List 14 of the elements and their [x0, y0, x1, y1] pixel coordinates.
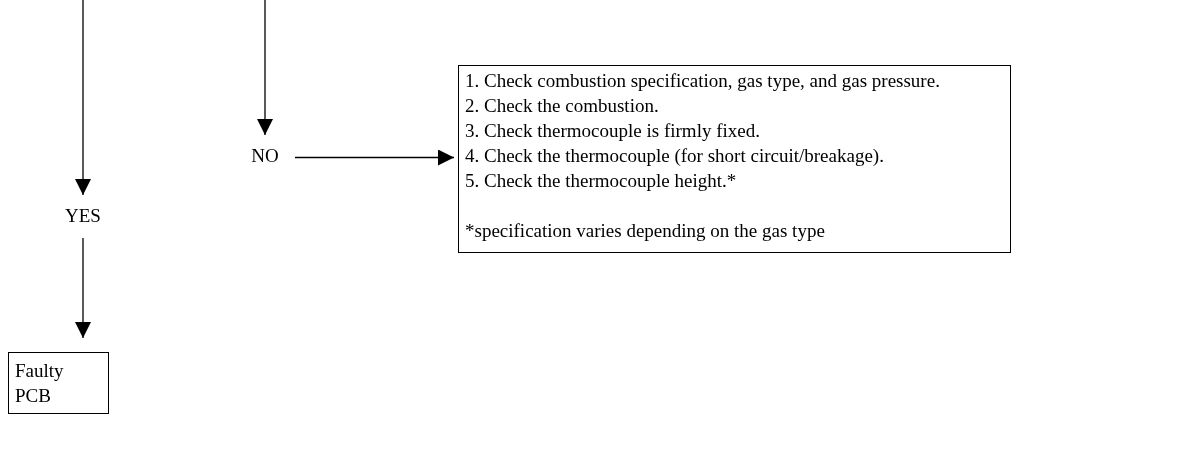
step-text: 2. Check the combustion.	[465, 94, 660, 118]
step-text: 1. Check combustion specification, gas type, and gas pressure.	[465, 69, 941, 93]
process-box	[458, 65, 1011, 253]
answer-label: YES	[58, 203, 108, 228]
arrow	[294, 149, 455, 166]
answer-label: NO	[245, 143, 285, 168]
result-box: Faulty PCB	[8, 352, 109, 414]
arrow	[75, 237, 91, 339]
arrow	[75, 0, 91, 196]
footnote-text: *specification varies depending on the gas type	[465, 219, 826, 243]
arrow	[257, 0, 273, 136]
step-text: 5. Check the thermocouple height.*	[465, 169, 738, 193]
step-text: 3. Check thermocouple is firmly fixed.	[465, 119, 761, 143]
step-text: 4. Check the thermocouple (for short circuit/breakage).	[465, 144, 885, 168]
